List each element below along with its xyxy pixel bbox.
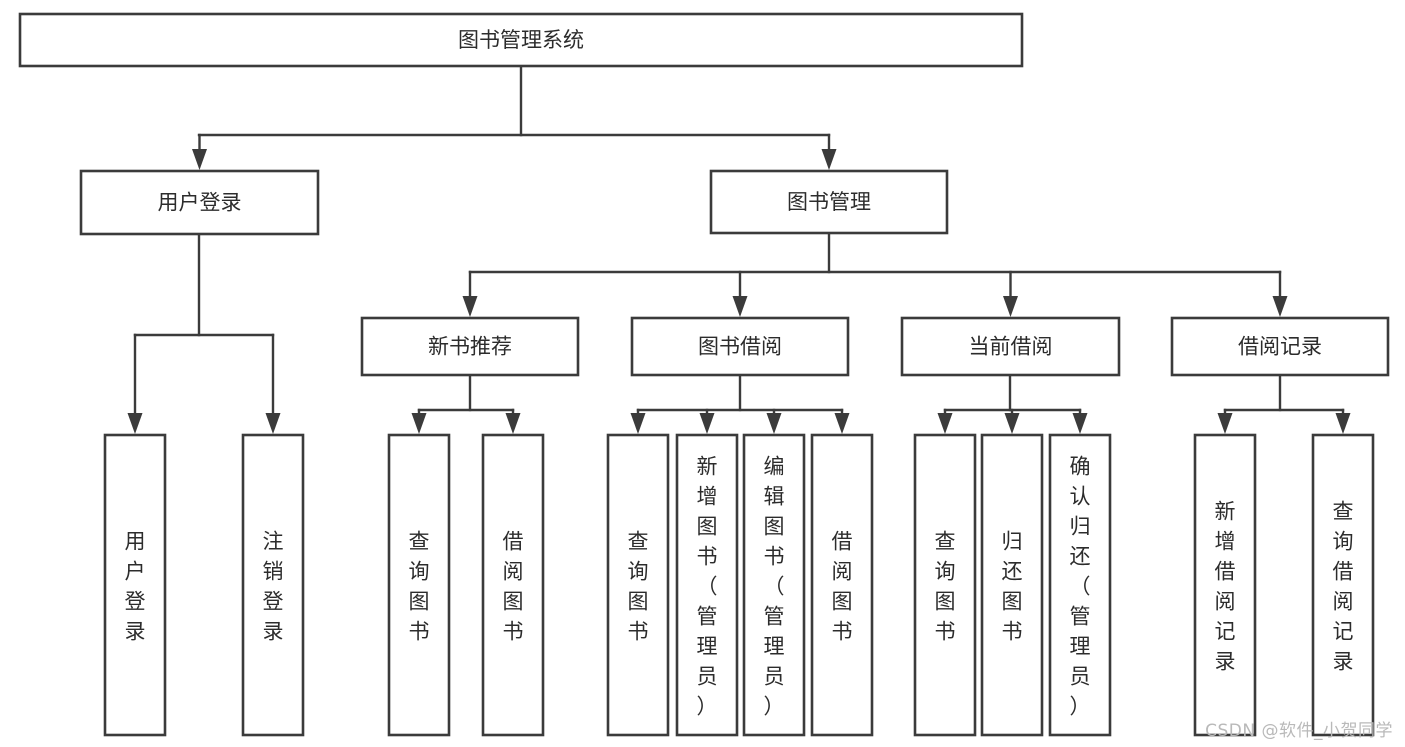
arrow-head-icon (411, 413, 427, 434)
arrow-head-icon (192, 149, 207, 170)
arrow-head-icon (1072, 413, 1088, 434)
node-leaf-confirm-return-box[interactable] (1048, 433, 1112, 737)
node-leaf-add-book-label: 新增图书（管理员） (697, 454, 718, 718)
arrow-head-icon (127, 413, 143, 434)
node-new-book-recommend-box[interactable] (360, 316, 580, 377)
node-borrow-record-label: 借阅记录 (1238, 335, 1322, 359)
connector-group-user-login (127, 232, 281, 434)
node-leaf-add-record-label: 新增借阅记录 (1215, 499, 1236, 673)
node-leaf-add-book[interactable]: 新增图书（管理员） (675, 433, 739, 737)
node-leaf-query-book-borrow-box[interactable] (606, 433, 670, 737)
node-leaf-user-logout-label: 注销登录 (263, 529, 284, 643)
connector-group-borrow-record (1217, 373, 1351, 434)
arrow-head-icon (699, 413, 715, 434)
arrow-head-icon (265, 413, 281, 434)
node-new-book-recommend[interactable]: 新书推荐 (360, 316, 580, 377)
node-leaf-confirm-return-label: 确认归还（管理员） (1070, 454, 1091, 718)
node-leaf-edit-book-label: 编辑图书（管理员） (764, 454, 785, 718)
node-leaf-query-book-rec[interactable]: 查询图书 (387, 433, 451, 737)
connector-group-new-book-recommend (411, 373, 521, 434)
node-user-login-box[interactable] (79, 169, 320, 236)
node-leaf-add-record-box[interactable] (1193, 433, 1257, 737)
node-borrow-record[interactable]: 借阅记录 (1170, 316, 1390, 377)
node-leaf-query-book-borrow-label: 查询图书 (628, 529, 649, 643)
node-leaf-return-book-box[interactable] (980, 433, 1044, 737)
arrow-head-icon (834, 413, 850, 434)
node-book-manage-label: 图书管理 (787, 190, 871, 214)
node-leaf-query-book-rec-label: 查询图书 (409, 529, 430, 643)
node-book-manage[interactable]: 图书管理 (709, 169, 949, 235)
node-leaf-edit-book[interactable]: 编辑图书（管理员） (742, 433, 806, 737)
node-current-borrow[interactable]: 当前借阅 (900, 316, 1121, 377)
arrow-head-icon (1217, 413, 1233, 434)
node-root-label: 图书管理系统 (458, 28, 584, 52)
node-book-borrow[interactable]: 图书借阅 (630, 316, 850, 377)
arrow-head-icon (732, 296, 748, 317)
node-leaf-confirm-return[interactable]: 确认归还（管理员） (1048, 433, 1112, 737)
node-leaf-query-record[interactable]: 查询借阅记录 (1311, 433, 1375, 737)
arrow-head-icon (1272, 296, 1288, 317)
node-book-borrow-box[interactable] (630, 316, 850, 377)
arrow-head-icon (1004, 413, 1020, 434)
node-layer: 图书管理系统用户登录图书管理新书推荐图书借阅当前借阅借阅记录用户登录注销登录查询… (18, 12, 1390, 737)
arrow-head-icon (630, 413, 646, 434)
connector-group-book-borrow (630, 373, 850, 434)
node-book-borrow-label: 图书借阅 (698, 335, 782, 359)
node-leaf-query-record-label: 查询借阅记录 (1333, 499, 1354, 673)
node-root[interactable]: 图书管理系统 (18, 12, 1024, 68)
node-leaf-add-book-box[interactable] (675, 433, 739, 737)
node-leaf-query-record-box[interactable] (1311, 433, 1375, 737)
arrow-head-icon (937, 413, 953, 434)
node-user-login-label: 用户登录 (158, 191, 242, 215)
arrow-head-icon (462, 296, 478, 317)
node-leaf-query-book-borrow[interactable]: 查询图书 (606, 433, 670, 737)
node-leaf-borrow-book[interactable]: 借阅图书 (810, 433, 874, 737)
node-new-book-recommend-label: 新书推荐 (428, 335, 512, 359)
node-current-borrow-box[interactable] (900, 316, 1121, 377)
node-leaf-query-book-cur-box[interactable] (913, 433, 977, 737)
node-leaf-borrow-book-rec[interactable]: 借阅图书 (481, 433, 545, 737)
node-leaf-user-login-label: 用户登录 (125, 529, 146, 643)
node-leaf-user-logout[interactable]: 注销登录 (241, 433, 305, 737)
node-leaf-return-book[interactable]: 归还图书 (980, 433, 1044, 737)
connector-group-book-manage (462, 231, 1288, 317)
node-leaf-query-book-rec-box[interactable] (387, 433, 451, 737)
node-leaf-borrow-book-rec-label: 借阅图书 (503, 529, 524, 643)
arrow-head-icon (1003, 296, 1018, 317)
arrow-head-icon (1335, 413, 1351, 434)
node-leaf-user-logout-box[interactable] (241, 433, 305, 737)
arrow-head-icon (766, 413, 782, 434)
node-leaf-borrow-book-rec-box[interactable] (481, 433, 545, 737)
arrow-head-icon (821, 149, 837, 170)
node-user-login[interactable]: 用户登录 (79, 169, 320, 236)
node-leaf-return-book-label: 归还图书 (1002, 529, 1023, 643)
node-current-borrow-label: 当前借阅 (969, 335, 1053, 359)
node-borrow-record-box[interactable] (1170, 316, 1390, 377)
node-leaf-query-book-cur-label: 查询图书 (935, 529, 956, 643)
node-leaf-borrow-book-label: 借阅图书 (832, 529, 853, 643)
arrow-head-icon (505, 413, 521, 434)
node-leaf-user-login-box[interactable] (103, 433, 167, 737)
node-leaf-query-book-cur[interactable]: 查询图书 (913, 433, 977, 737)
node-leaf-user-login[interactable]: 用户登录 (103, 433, 167, 737)
node-book-manage-box[interactable] (709, 169, 949, 235)
node-leaf-add-record[interactable]: 新增借阅记录 (1193, 433, 1257, 737)
connector-group-root (192, 64, 837, 170)
node-root-box[interactable] (18, 12, 1024, 68)
connector-group-current-borrow (937, 373, 1088, 434)
connector-layer (127, 64, 1351, 434)
node-leaf-borrow-book-box[interactable] (810, 433, 874, 737)
node-leaf-edit-book-box[interactable] (742, 433, 806, 737)
